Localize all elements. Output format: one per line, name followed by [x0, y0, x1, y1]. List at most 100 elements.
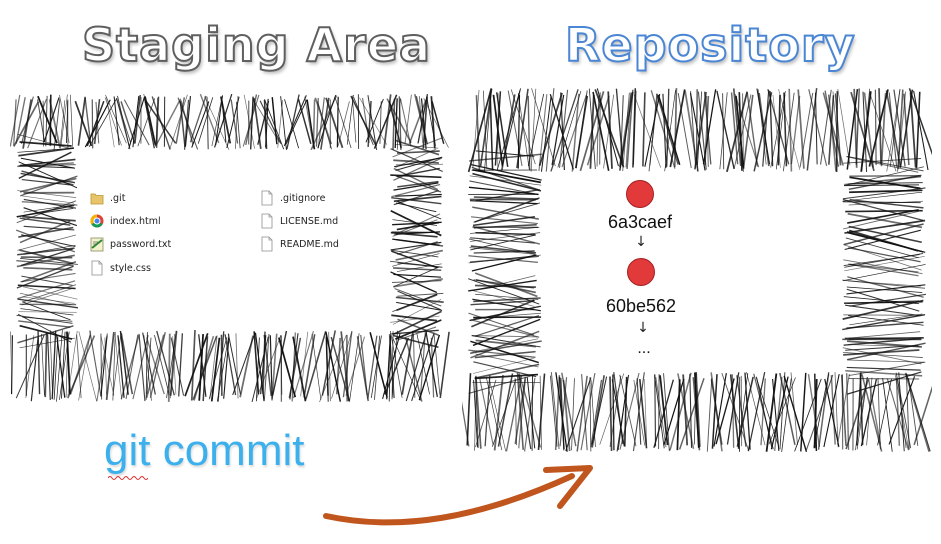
scribble-stroke — [654, 375, 665, 449]
scribble-stroke — [144, 96, 157, 145]
scribble-stroke — [360, 334, 368, 396]
scribble-stroke — [311, 333, 322, 400]
scribble-stroke — [805, 374, 834, 451]
scribble-stroke — [846, 156, 919, 173]
scribble-stroke — [257, 100, 270, 145]
scribble-stroke — [843, 337, 922, 346]
scribble-stroke — [21, 234, 76, 247]
scribble-stroke — [843, 259, 923, 275]
scribble-stroke — [37, 330, 41, 395]
scribble-stroke — [783, 375, 808, 452]
scribble-stroke — [472, 169, 541, 184]
scribble-stroke — [576, 375, 588, 452]
scribble-stroke — [540, 95, 552, 172]
scribble-stroke — [527, 95, 531, 171]
scribble-stroke — [495, 92, 509, 168]
scribble-stroke — [199, 93, 220, 144]
scribble-stroke — [151, 96, 171, 150]
scribble-stroke — [468, 373, 537, 394]
scribble-stroke — [202, 336, 209, 402]
file-name: .git — [110, 192, 126, 204]
scribble-stroke — [765, 373, 778, 452]
scribble-stroke — [13, 99, 17, 146]
scribble-stroke — [474, 375, 482, 449]
file-item-readme-md[interactable]: README.md — [260, 236, 339, 252]
scribble-stroke — [155, 98, 182, 145]
scribble-stroke — [271, 330, 288, 396]
file-item-git[interactable]: .git — [90, 190, 125, 206]
scribble-stroke — [390, 271, 438, 294]
file-item-gitignore[interactable]: .gitignore — [260, 190, 325, 206]
scribble-stroke — [146, 337, 152, 395]
scribble-stroke — [905, 374, 910, 450]
scribble-stroke — [393, 182, 439, 191]
scribble-stroke — [842, 299, 924, 320]
scribble-stroke — [549, 93, 574, 170]
scribble-stroke — [472, 357, 535, 374]
scribble-stroke — [18, 320, 71, 328]
scribble-stroke — [23, 266, 73, 271]
scribble-stroke — [19, 337, 76, 349]
scribble-stroke — [517, 94, 521, 169]
scribble-stroke — [365, 98, 384, 143]
scribble-stroke — [245, 94, 258, 146]
scribble-stroke — [291, 332, 296, 402]
scribble-stroke — [565, 377, 592, 452]
scribble-stroke — [235, 333, 239, 399]
scribble-stroke — [469, 153, 542, 162]
scribble-stroke — [393, 277, 443, 288]
scribble-stroke — [22, 286, 78, 300]
scribble-stroke — [470, 289, 535, 307]
scribble-stroke — [514, 378, 518, 446]
scribble-stroke — [473, 224, 537, 229]
file-item-style-css[interactable]: style.css — [90, 260, 151, 276]
repository-title: Repository — [564, 17, 856, 73]
scribble-stroke — [549, 375, 558, 447]
scribble-stroke — [782, 92, 795, 172]
scribble-stroke — [53, 99, 61, 150]
scribble-stroke — [828, 95, 835, 165]
scribble-stroke — [285, 99, 308, 145]
scribble-stroke — [17, 247, 75, 256]
scribble-stroke — [834, 372, 839, 448]
scribble-stroke — [334, 97, 352, 149]
scribble-stroke — [179, 100, 194, 145]
file-icon — [90, 260, 104, 276]
scribble-stroke — [592, 91, 610, 171]
file-item-license-md[interactable]: LICENSE.md — [260, 213, 338, 229]
scribble-stroke — [800, 372, 807, 452]
scribble-stroke — [413, 333, 416, 398]
scribble-stroke — [169, 330, 178, 396]
scribble-stroke — [56, 330, 63, 402]
scribble-stroke — [915, 91, 921, 168]
scribble-stroke — [694, 372, 700, 448]
scribble-stroke — [21, 261, 77, 283]
scribble-stroke — [335, 337, 342, 395]
scribble-stroke — [550, 371, 560, 450]
scribble-stroke — [762, 90, 770, 167]
scribble-stroke — [15, 335, 45, 399]
scribble-stroke — [190, 329, 196, 401]
file-item-password-txt[interactable]: password.txt — [90, 236, 171, 252]
scribble-stroke — [76, 334, 82, 399]
scribble-stroke — [846, 373, 850, 450]
scribble-stroke — [19, 292, 72, 305]
file-item-index-html[interactable]: index.html — [90, 213, 161, 229]
scribble-stroke — [889, 88, 901, 167]
staging-scribble-border — [10, 93, 450, 403]
scribble-stroke — [669, 372, 692, 451]
commit-node[interactable] — [626, 180, 654, 208]
scribble-stroke — [713, 373, 727, 447]
scribble-stroke — [470, 163, 542, 181]
scribble-stroke — [654, 374, 657, 447]
scribble-stroke — [913, 90, 929, 171]
scribble-stroke — [861, 374, 883, 452]
scribble-stroke — [843, 158, 922, 164]
scribble-stroke — [526, 377, 536, 449]
scribble-stroke — [250, 96, 254, 150]
file-name: style.css — [110, 262, 151, 274]
commit-node[interactable] — [627, 258, 655, 286]
scribble-stroke — [395, 193, 442, 197]
scribble-stroke — [390, 209, 442, 237]
scribble-stroke — [392, 219, 438, 226]
